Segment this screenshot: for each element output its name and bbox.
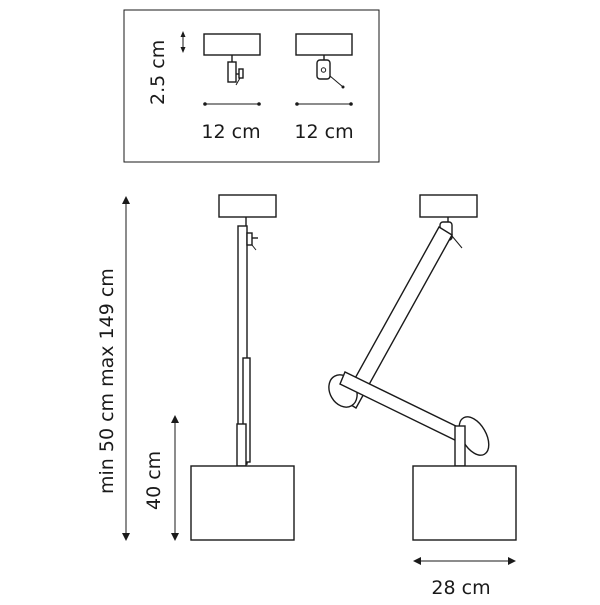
lower-arm-side bbox=[339, 371, 467, 444]
drop-rod-side bbox=[454, 425, 466, 467]
inset-frame bbox=[123, 9, 380, 163]
plate-height-label: 2.5 cm bbox=[147, 40, 169, 105]
plate-width-dimension-right bbox=[295, 102, 353, 106]
adjust-knob-front bbox=[246, 232, 253, 246]
plate-width-dimension-left bbox=[203, 102, 261, 106]
mount-detail-inset: 2.5 cm 12 cm bbox=[123, 9, 380, 163]
ceiling-canopy-front bbox=[218, 194, 277, 218]
plate-width-label-left: 12 cm bbox=[201, 121, 260, 143]
lower-length-dimension bbox=[171, 415, 179, 541]
shade-width-label: 28 cm bbox=[431, 577, 490, 599]
arm-joint-front bbox=[236, 423, 247, 467]
mount-plate-angled bbox=[295, 33, 353, 89]
mount-plate-straight bbox=[203, 33, 261, 86]
lamp-shade-side bbox=[412, 465, 517, 541]
lamp-side-view bbox=[328, 194, 517, 541]
lamp-front-view bbox=[190, 194, 295, 541]
plate-height-dimension bbox=[180, 31, 186, 53]
upper-arm-side bbox=[342, 226, 453, 409]
shade-width-dimension bbox=[413, 557, 516, 565]
lower-length-label: 40 cm bbox=[143, 451, 165, 510]
total-length-dimension bbox=[122, 196, 130, 541]
total-length-label: min 50 cm max 149 cm bbox=[96, 268, 118, 494]
ceiling-canopy-side bbox=[419, 194, 478, 218]
plate-width-label-right: 12 cm bbox=[294, 121, 353, 143]
lamp-shade-front bbox=[190, 465, 295, 541]
